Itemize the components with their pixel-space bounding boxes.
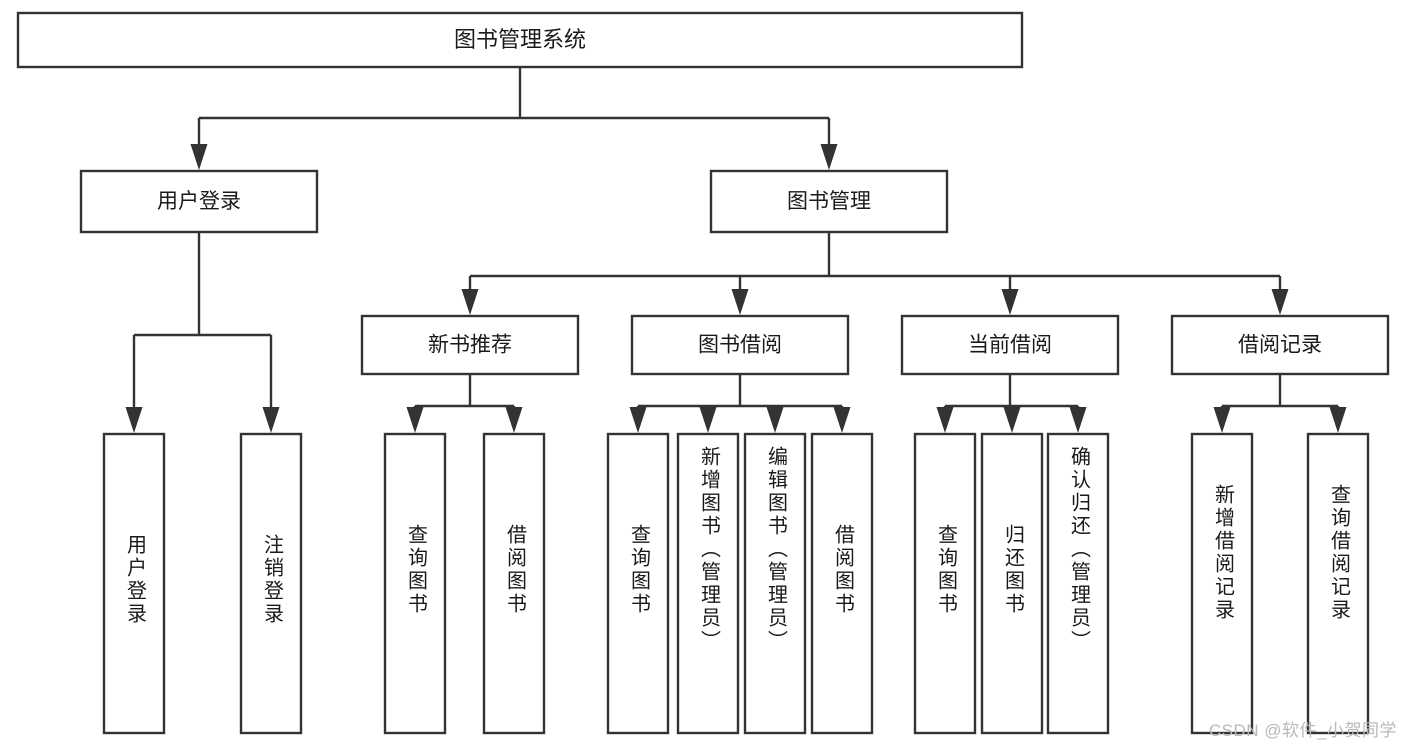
arrow-head-bookmgmt	[820, 144, 838, 170]
arrow-head-login	[190, 144, 208, 170]
node-box-borrow-2[interactable]	[676, 432, 740, 735]
node-box-record-1[interactable]	[1190, 432, 1254, 735]
node-label-current: 当前借阅	[968, 334, 1052, 357]
arrow-head-record-2	[1329, 407, 1347, 433]
arrow-head-borrow-2	[699, 407, 717, 433]
arrow-head-record-1	[1213, 407, 1231, 433]
arrow-head-borrow	[731, 289, 749, 315]
node-box-newbook[interactable]	[360, 314, 580, 376]
node-box-root[interactable]	[16, 11, 1024, 69]
node-box-login-2[interactable]	[239, 432, 303, 735]
node-box-current-2[interactable]	[980, 432, 1044, 735]
arrow-head-borrow-1	[629, 407, 647, 433]
node-box-borrow[interactable]	[630, 314, 850, 376]
node-label-bookmgmt: 图书管理	[787, 190, 871, 213]
arrow-head-record	[1271, 289, 1289, 315]
node-label-root: 图书管理系统	[454, 27, 586, 52]
arrow-head-current-2	[1003, 407, 1021, 433]
node-box-current-3[interactable]	[1046, 432, 1110, 735]
node-box-layer	[16, 11, 1390, 735]
connector-layer	[125, 67, 1347, 433]
node-label-record: 借阅记录	[1238, 334, 1322, 357]
arrow-head-current-1	[936, 407, 954, 433]
node-box-current[interactable]	[900, 314, 1120, 376]
node-label-newbook: 新书推荐	[428, 334, 512, 357]
node-box-newbook-2[interactable]	[482, 432, 546, 735]
node-box-login[interactable]	[79, 169, 319, 234]
node-box-newbook-1[interactable]	[383, 432, 447, 735]
node-box-record-2[interactable]	[1306, 432, 1370, 735]
arrow-head-borrow-3	[766, 407, 784, 433]
watermark-text: CSDN @软件_小贺同学	[1208, 721, 1397, 740]
node-box-borrow-3[interactable]	[743, 432, 807, 735]
arrow-head-login-2	[262, 407, 280, 433]
node-box-bookmgmt[interactable]	[709, 169, 949, 234]
arrow-head-current	[1001, 289, 1019, 315]
arrow-head-newbook-2	[505, 407, 523, 433]
arrow-head-current-3	[1069, 407, 1087, 433]
node-box-current-1[interactable]	[913, 432, 977, 735]
node-label-borrow: 图书借阅	[698, 334, 782, 357]
node-box-borrow-4[interactable]	[810, 432, 874, 735]
arrow-head-login-1	[125, 407, 143, 433]
node-box-record[interactable]	[1170, 314, 1390, 376]
arrow-head-borrow-4	[833, 407, 851, 433]
node-label-login: 用户登录	[157, 190, 241, 213]
node-box-borrow-1[interactable]	[606, 432, 670, 735]
arrow-head-newbook-1	[406, 407, 424, 433]
node-box-login-1[interactable]	[102, 432, 166, 735]
arrow-head-newbook	[461, 289, 479, 315]
